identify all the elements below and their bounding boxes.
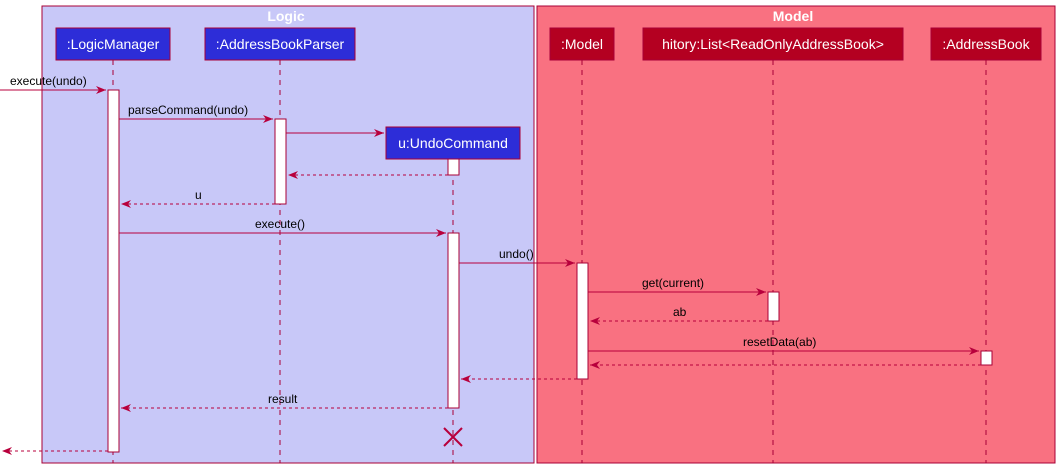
activation-address-book (980, 350, 993, 366)
participant-label: hitory:List<ReadOnlyAddressBook> (662, 36, 884, 52)
activation-parser (274, 118, 287, 205)
participant-label: :AddressBookParser (216, 36, 345, 52)
activations (107, 89, 993, 453)
participant-history: hitory:List<ReadOnlyAddressBook> (642, 27, 904, 61)
participant-model: :Model (549, 27, 615, 61)
message-reset-data-label: resetData(ab) (743, 335, 816, 349)
activation-logic-manager (107, 89, 120, 453)
participant-logic-manager: :LogicManager (55, 27, 171, 61)
model-group-title: Model (773, 8, 813, 24)
participant-undo-command: u:UndoCommand (385, 126, 521, 160)
activation-history (767, 291, 780, 322)
message-return-result-label: result (268, 392, 298, 406)
participant-label: :AddressBook (942, 36, 1030, 52)
participant-parser: :AddressBookParser (204, 27, 356, 61)
message-execute-label: execute() (255, 217, 305, 231)
participant-address-book: :AddressBook (930, 27, 1042, 61)
participant-label: u:UndoCommand (398, 135, 508, 151)
message-return-u-label: u (195, 188, 202, 202)
logic-group-title: Logic (267, 8, 305, 24)
activation-model (576, 262, 589, 380)
activation-undo-command-create (447, 158, 460, 176)
destroy-x-icon (443, 427, 463, 447)
model-group: Model (536, 5, 1056, 464)
message-get-current-label: get(current) (642, 276, 704, 290)
message-return-ab-label: ab (673, 305, 687, 319)
participant-label: :LogicManager (67, 36, 160, 52)
activation-undo-command-execute (447, 232, 460, 409)
participant-label: :Model (561, 36, 603, 52)
message-execute-undo-label: execute(undo) (10, 74, 87, 88)
message-undo-label: undo() (499, 247, 534, 261)
message-parse-command-label: parseCommand(undo) (128, 103, 248, 117)
